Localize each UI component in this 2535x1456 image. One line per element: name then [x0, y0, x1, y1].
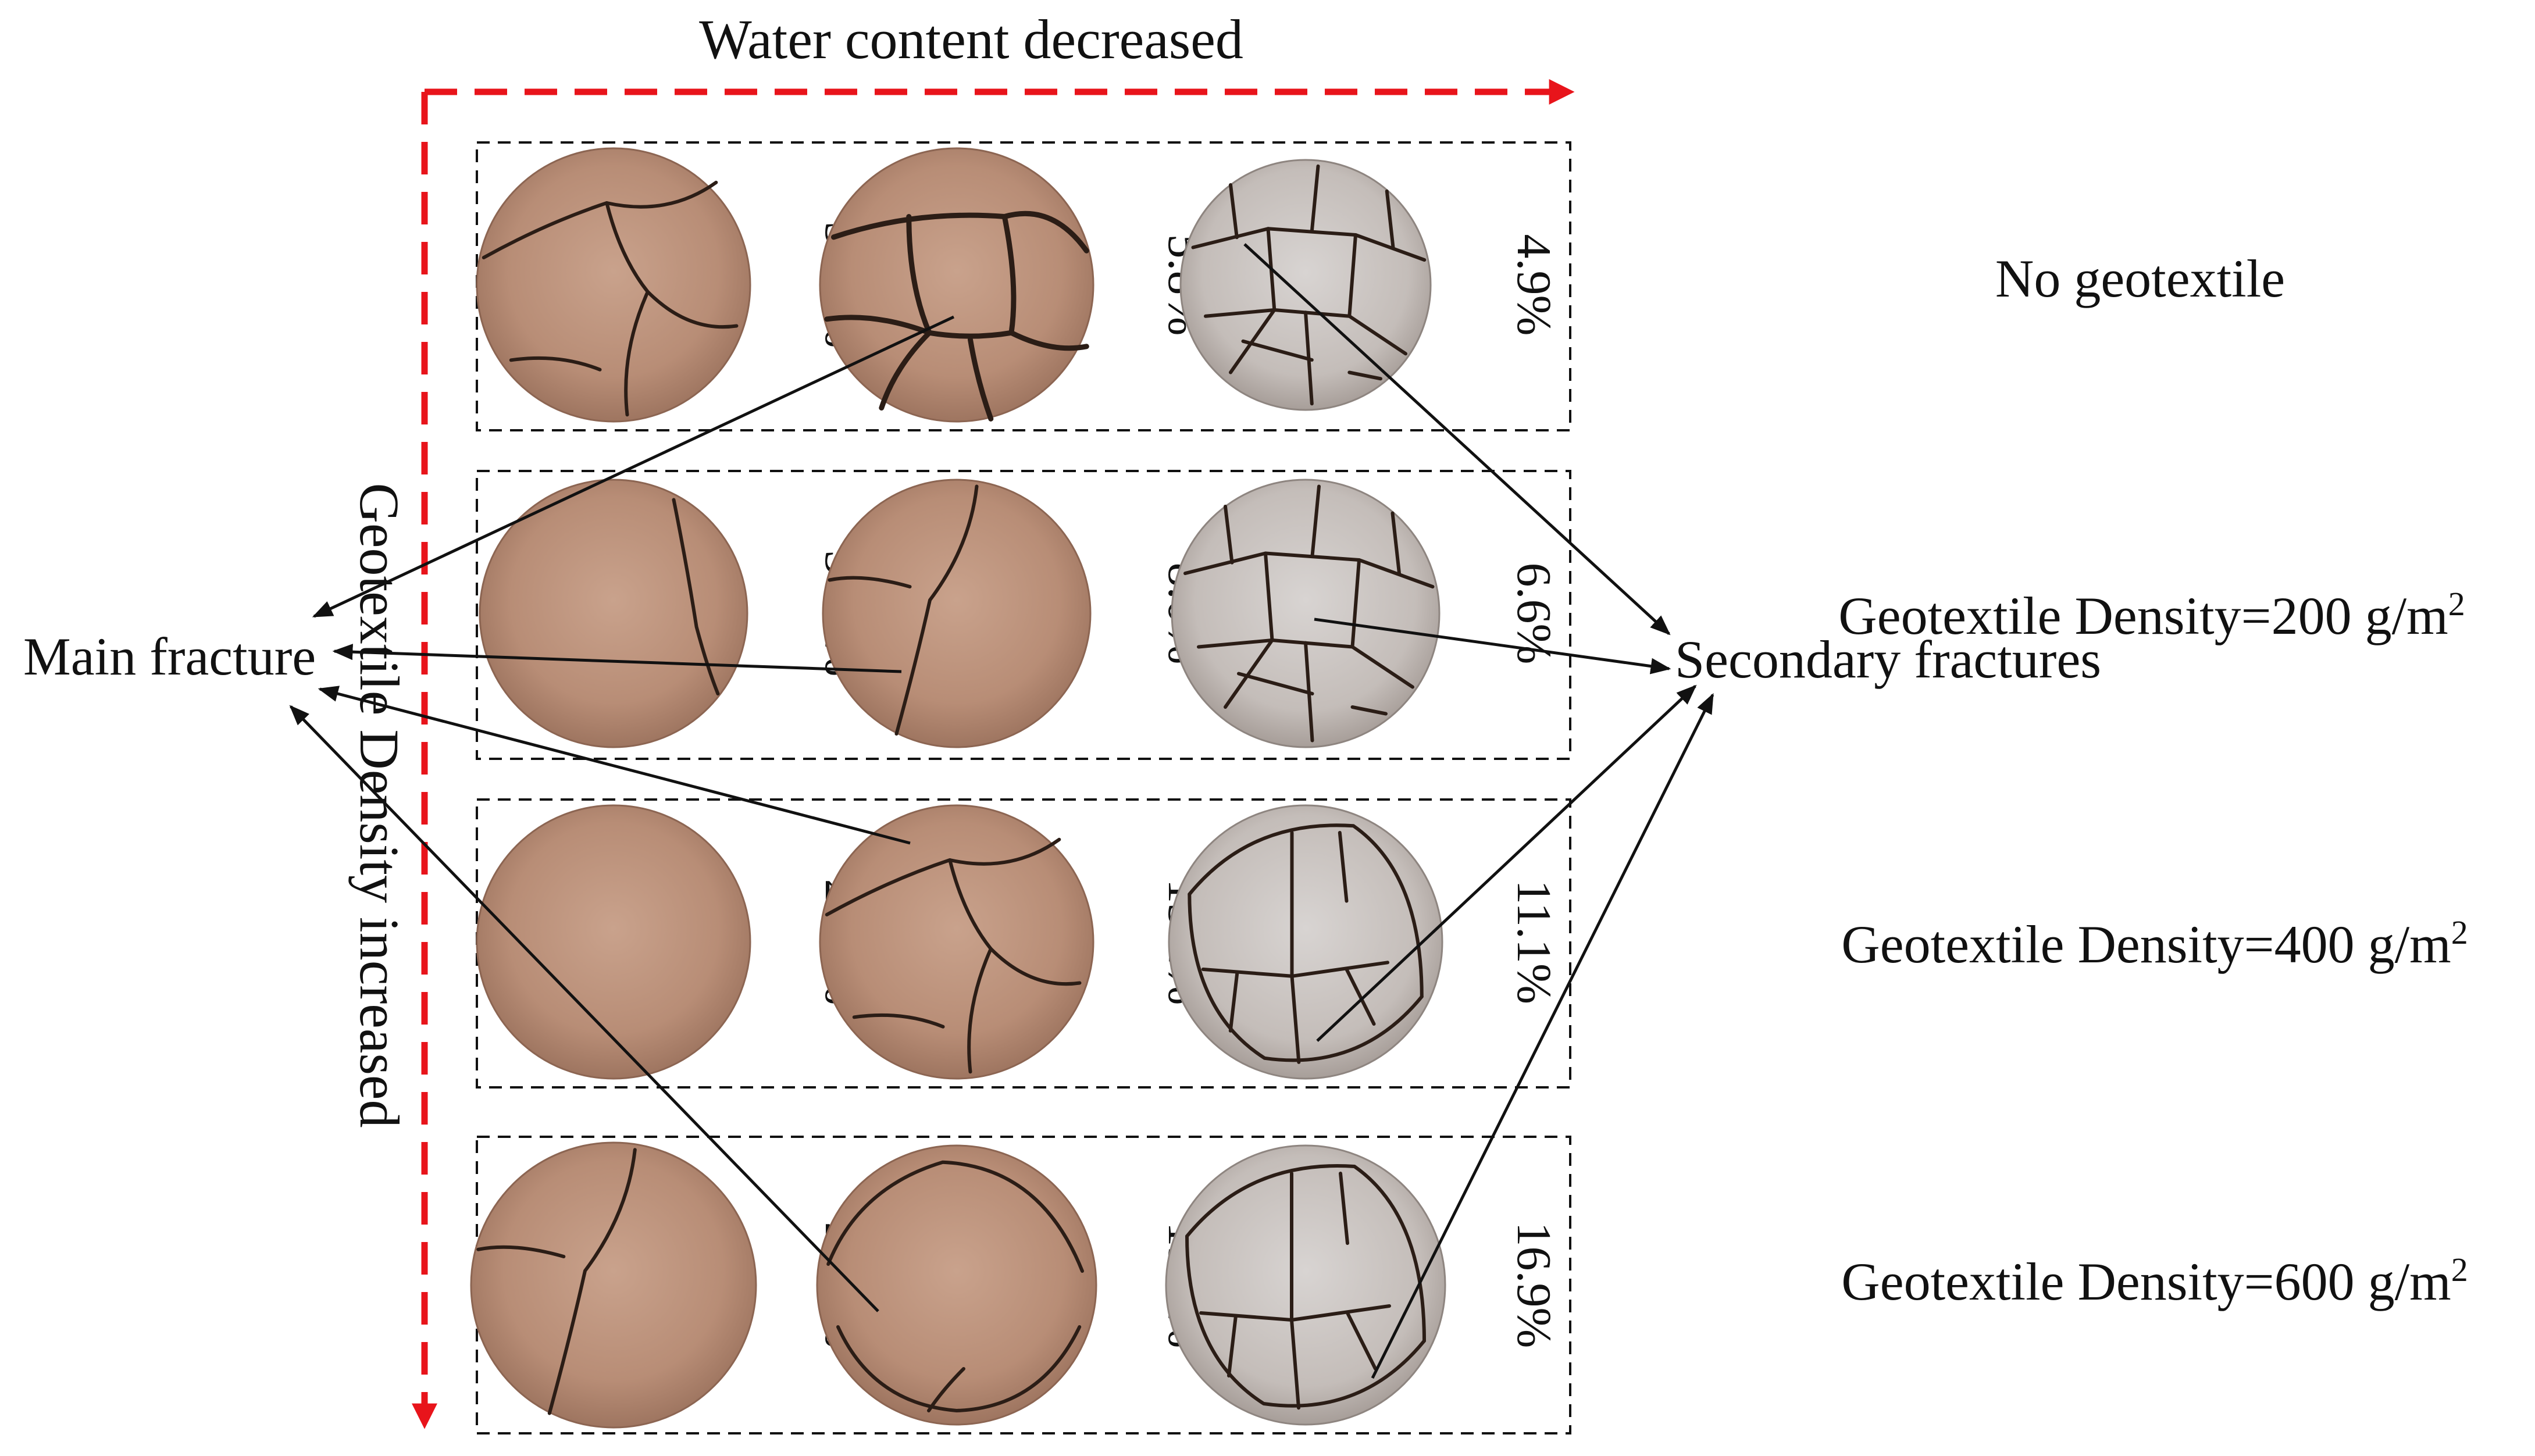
crack-line: [1188, 892, 1424, 1062]
soil-sample-disk: [816, 1144, 1097, 1426]
crack-line: [547, 1148, 637, 1415]
secondary-fracture-pointer-4: [1371, 693, 1714, 1379]
crack-ratio-label: 11.1%: [1507, 880, 1561, 1004]
crack-line: [1185, 1234, 1426, 1408]
crack-line: [1237, 672, 1314, 695]
crack-line: [1204, 308, 1277, 318]
crack-line: [831, 210, 1089, 254]
crack-line: [1350, 705, 1388, 716]
row-label-400: Geotextile Density=400 g/m2: [1841, 913, 2468, 975]
crack-line: [1197, 638, 1274, 649]
crack-line: [1224, 505, 1234, 565]
crack-line: [1229, 183, 1239, 240]
crack-line: [1290, 831, 1301, 1064]
crack-line: [967, 947, 993, 1074]
secondary-fracture-pointer-1: [1243, 243, 1671, 636]
crack-line: [1346, 1311, 1377, 1371]
sample-grid: 39.9%5.8% 4.9% 36.9%8.0%6.6% 29.5%13.1% 11.1…: [470, 147, 1561, 1429]
main-fracture-pointer-3: [318, 686, 911, 845]
crack-line: [1338, 831, 1349, 903]
crack-line: [509, 356, 602, 372]
crack-line: [968, 337, 994, 422]
main-fracture-label: Main fracture: [23, 627, 316, 686]
soil-sample-disk: [479, 479, 748, 748]
soil-sample-disk: [819, 804, 1094, 1080]
crack-line: [1228, 970, 1239, 1033]
crack-line: [1272, 308, 1352, 318]
soil-sample: 29.5%: [476, 804, 869, 1080]
row-frame-200: [476, 470, 1571, 760]
soil-sample-disk: [819, 147, 1094, 423]
soil-sample-disk: [1179, 159, 1432, 411]
main-fracture-pointer-2: [332, 644, 902, 673]
row-label-no-geotextile: No geotextile: [1995, 249, 2285, 308]
crack-line: [824, 315, 932, 336]
crack-line: [1001, 214, 1089, 351]
crack-line: [1241, 339, 1314, 362]
soil-sample-disk: [1168, 804, 1443, 1080]
secondary-fracture-pointer-3: [1316, 684, 1697, 1042]
crack-line: [836, 1325, 1082, 1412]
soil-sample: 8.0%: [822, 479, 1212, 748]
crack-line: [672, 498, 720, 695]
soil-sample: 6.6%: [1171, 479, 1561, 748]
crack-line: [1185, 1164, 1426, 1343]
main-fracture-pointers: [289, 315, 955, 1312]
soil-sample-disk: [1165, 1144, 1446, 1426]
soil-sample-disk: [1171, 479, 1441, 748]
soil-sample: 39.9%: [476, 147, 869, 423]
crack-line: [826, 1160, 1084, 1273]
crack-line: [1390, 511, 1401, 575]
main-fracture-pointer-4: [289, 705, 879, 1312]
soil-sample: 36.9%: [479, 479, 869, 748]
crack-line: [1345, 968, 1376, 1026]
crack-line: [926, 330, 1014, 339]
crack-line: [927, 1367, 965, 1412]
soil-sample-disk: [470, 1141, 757, 1429]
soil-sample: 5.8%: [819, 147, 1212, 423]
crack-line: [894, 484, 979, 736]
crack-line: [1227, 1314, 1238, 1378]
crack-line: [1310, 164, 1320, 233]
crack-line: [1310, 484, 1321, 558]
soil-sample: 13.1%: [819, 804, 1212, 1080]
row-label-200: Geotextile Density=200 g/m2: [1838, 585, 2465, 646]
main-fracture-pointer-1: [312, 315, 955, 618]
row-label-600: Geotextile Density=600 g/m2: [1841, 1251, 2468, 1312]
crack-line: [1270, 638, 1354, 649]
soil-sample: 16.9%: [1165, 1144, 1561, 1426]
horizontal-axis-label: Water content decreased: [699, 8, 1243, 70]
soil-sample-disk: [476, 804, 751, 1080]
crack-line: [624, 290, 650, 417]
crack-line: [1385, 189, 1395, 249]
crack-line: [1347, 370, 1382, 381]
crack-line: [476, 1245, 566, 1258]
soil-sample-disk: [822, 479, 1092, 748]
vertical-axis-label: Geotextile Density increased: [348, 483, 411, 1128]
crack-line: [1290, 1172, 1300, 1410]
crack-line: [828, 576, 912, 588]
soil-sample: 4.9%: [1179, 159, 1561, 411]
crack-ratio-label: 4.9%: [1507, 234, 1561, 336]
axis-arrows: [412, 79, 1575, 1429]
crack-line: [852, 1013, 945, 1029]
soil-sample: 19.2%: [816, 1144, 1212, 1426]
soil-sample: 29.3%: [470, 1141, 869, 1429]
soil-sample-disk: [476, 147, 751, 423]
crack-line: [1339, 1172, 1349, 1245]
secondary-fracture-pointer-2: [1314, 618, 1671, 675]
soil-sample: 11.1%: [1168, 804, 1561, 1080]
secondary-fracture-pointers: [1243, 243, 1714, 1379]
row-frame-600: [476, 1136, 1571, 1434]
crack-line: [1188, 823, 1424, 998]
secondary-fractures-label: Secondary fractures: [1675, 630, 2101, 689]
crack-ratio-label: 16.9%: [1507, 1222, 1561, 1348]
